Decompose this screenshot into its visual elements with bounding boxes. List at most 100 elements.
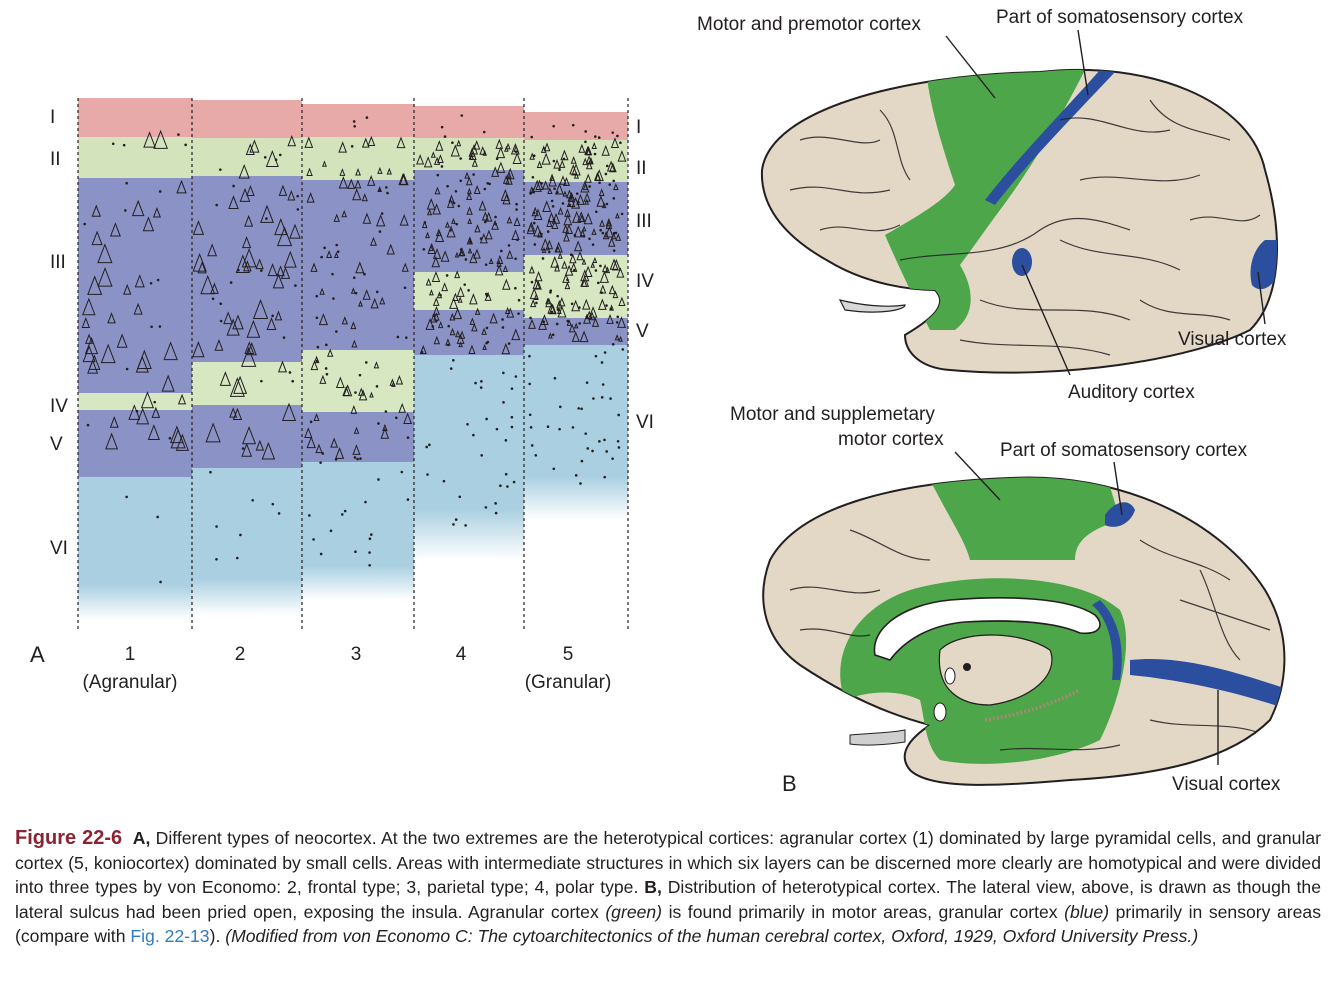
panel-b-label: B <box>782 771 797 796</box>
pyramidal-neuron-mark <box>491 219 499 230</box>
granule-cell-dot <box>480 380 483 383</box>
pyramidal-neuron-mark <box>466 192 473 200</box>
pyramidal-neuron-mark <box>581 225 587 232</box>
pyramidal-neuron-mark <box>616 267 625 278</box>
pyramidal-neuron-mark <box>505 167 515 180</box>
granule-cell-dot <box>605 164 609 168</box>
label-auditory: Auditory cortex <box>1068 382 1195 403</box>
pyramidal-neuron-mark <box>276 226 293 247</box>
granule-cell-dot <box>528 382 531 386</box>
granule-cell-dot <box>442 479 446 483</box>
pyramidal-neuron-mark <box>255 258 264 270</box>
granule-cell-dot <box>600 291 603 295</box>
lateral-visual-region <box>1250 240 1277 290</box>
medial-motor-supplementary-region <box>925 477 1120 560</box>
pyramidal-neuron-mark <box>568 323 576 333</box>
granule-cell-dot <box>158 325 162 328</box>
pyramidal-neuron-mark <box>81 317 91 329</box>
granule-cell-dot <box>574 474 578 477</box>
pyramidal-neuron-mark <box>306 435 316 449</box>
granule-cell-dot <box>566 278 569 282</box>
granule-cell-dot <box>485 341 488 345</box>
granule-cell-dot <box>332 297 335 300</box>
pyramidal-neuron-mark <box>491 166 500 177</box>
granule-cell-dot <box>150 325 153 329</box>
granule-cell-dot <box>384 410 388 413</box>
pyramidal-neuron-mark <box>573 240 583 252</box>
granule-cell-dot <box>512 480 516 484</box>
granule-cell-dot <box>510 387 514 390</box>
granule-cell-dot <box>616 134 619 138</box>
granule-cell-dot <box>479 386 483 389</box>
granule-cell-dot <box>312 538 315 541</box>
granule-cell-dot <box>296 194 299 198</box>
medial-parieto-occipital-blue <box>1092 600 1122 680</box>
granule-cell-dot <box>507 244 511 247</box>
pyramidal-neuron-mark <box>192 220 205 235</box>
column-3-layer-VI <box>302 462 414 600</box>
pyramidal-neuron-mark <box>529 186 535 193</box>
granule-cell-dot <box>378 189 381 192</box>
granule-cell-dot <box>558 168 561 172</box>
column-4-layer-I <box>414 106 524 138</box>
granule-cell-dot <box>502 401 505 404</box>
pyramidal-neuron-mark <box>259 204 275 223</box>
pyramidal-neuron-mark <box>306 192 315 203</box>
pyramidal-neuron-mark <box>313 355 320 364</box>
pyramidal-neuron-mark <box>84 336 99 355</box>
column-number-label: 1 <box>125 644 136 665</box>
pyramidal-neuron-mark <box>456 139 462 147</box>
pyramidal-neuron-mark <box>434 186 441 195</box>
pyramidal-neuron-mark <box>563 213 573 226</box>
granule-cell-dot <box>600 361 604 364</box>
granule-cell-dot <box>484 263 488 266</box>
granule-cell-dot <box>584 130 587 133</box>
pyramidal-neuron-mark <box>431 271 441 283</box>
granule-cell-dot <box>591 449 594 453</box>
granule-cell-dot <box>294 284 297 287</box>
granule-cell-dot <box>552 218 556 222</box>
granule-cell-dot <box>551 333 555 337</box>
granule-cell-dot <box>334 458 338 461</box>
pyramidal-neuron-mark <box>435 140 444 151</box>
granule-cell-dot <box>443 135 447 138</box>
pyramidal-neuron-mark <box>613 182 619 191</box>
granule-cell-dot <box>449 367 453 370</box>
granule-cell-dot <box>459 179 463 183</box>
pyramidal-neuron-mark <box>495 138 504 149</box>
granule-cell-dot <box>569 253 573 257</box>
granule-cell-dot <box>454 189 458 193</box>
pyramidal-neuron-mark <box>584 145 592 155</box>
pyramidal-neuron-mark <box>322 160 327 167</box>
granule-cell-dot <box>601 231 605 235</box>
pyramidal-neuron-mark <box>548 175 557 187</box>
pyramidal-neuron-mark <box>107 312 116 324</box>
granule-cell-dot <box>359 457 362 460</box>
granule-cell-dot <box>260 379 263 383</box>
pyramidal-neuron-mark <box>244 341 255 354</box>
granule-cell-dot <box>215 203 218 207</box>
granule-cell-dot <box>440 165 444 168</box>
pyramidal-neuron-mark <box>421 220 428 229</box>
pyramidal-neuron-mark <box>277 360 288 373</box>
medial-visual-band <box>1130 659 1285 710</box>
pyramidal-neuron-mark <box>246 319 261 338</box>
pyramidal-neuron-mark <box>567 191 575 202</box>
caption-source: (Modified from von Economo C: The cytoar… <box>225 926 1199 947</box>
granule-cell-dot <box>552 159 556 163</box>
pyramidal-neuron-mark <box>330 437 339 448</box>
caption-figure-link[interactable]: Fig. 22-13 <box>130 926 210 947</box>
pyramidal-neuron-mark <box>399 173 409 186</box>
pyramidal-neuron-mark <box>369 236 377 246</box>
granule-cell-dot <box>591 243 595 246</box>
column-2-layer-VI <box>192 468 302 615</box>
pyramidal-neuron-mark <box>584 198 590 205</box>
pyramidal-neuron-mark <box>502 193 511 205</box>
granule-cell-dot <box>542 320 546 324</box>
pyramidal-neuron-mark <box>229 407 238 418</box>
granule-cell-dot <box>597 136 601 139</box>
granule-cell-dot <box>580 459 584 463</box>
granule-cell-dot <box>550 310 554 314</box>
pyramidal-neuron-mark <box>341 209 348 218</box>
granule-cell-dot <box>452 523 455 526</box>
